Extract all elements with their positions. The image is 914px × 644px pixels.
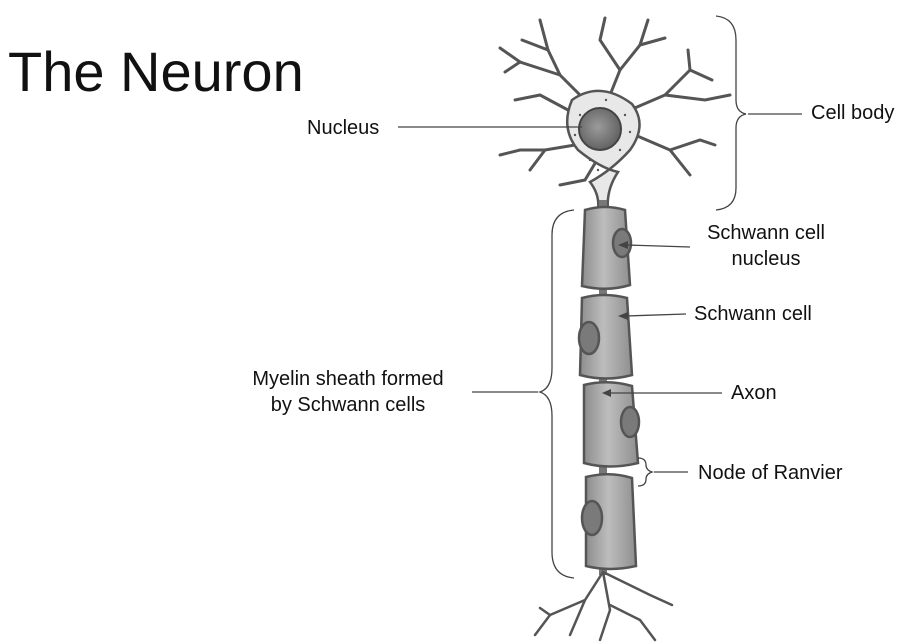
label-schwann-cell-nucleus-line1: Schwann cell bbox=[707, 222, 825, 244]
cytoplasm-dots bbox=[573, 98, 632, 172]
arrowheads bbox=[602, 241, 628, 397]
schwann-cell-4 bbox=[584, 473, 638, 571]
nucleus-shape bbox=[578, 107, 622, 151]
label-nucleus: Nucleus bbox=[307, 117, 380, 139]
label-schwann-cell: Schwann cell bbox=[694, 303, 812, 325]
schwann-cell-3 bbox=[582, 381, 640, 468]
label-cell-body: Cell body bbox=[811, 102, 895, 124]
label-schwann-cell-nucleus-line2: nucleus bbox=[731, 248, 801, 270]
page-title: The Neuron bbox=[8, 40, 304, 103]
label-axon: Axon bbox=[731, 382, 777, 404]
node-brace bbox=[637, 457, 655, 487]
axon-terminals bbox=[533, 570, 674, 642]
label-myelin-sheath-line1: Myelin sheath formed bbox=[252, 368, 444, 390]
schwann-cell-1 bbox=[580, 205, 632, 290]
dendrites bbox=[498, 16, 732, 187]
label-node-of-ranvier: Node of Ranvier bbox=[698, 462, 843, 484]
label-schwann-cell-nucleus: Schwann cell nucleus bbox=[698, 220, 834, 272]
cell-body-brace bbox=[715, 15, 747, 211]
schwann-nucleus-leader bbox=[625, 244, 691, 248]
schwann-cell-leader bbox=[625, 313, 687, 317]
annotation-lines bbox=[398, 15, 802, 579]
myelin-brace bbox=[537, 209, 575, 579]
schwann-cells bbox=[577, 205, 641, 571]
label-myelin-sheath: Myelin sheath formed by Schwann cells bbox=[232, 366, 464, 418]
label-myelin-sheath-line2: by Schwann cells bbox=[270, 394, 426, 416]
